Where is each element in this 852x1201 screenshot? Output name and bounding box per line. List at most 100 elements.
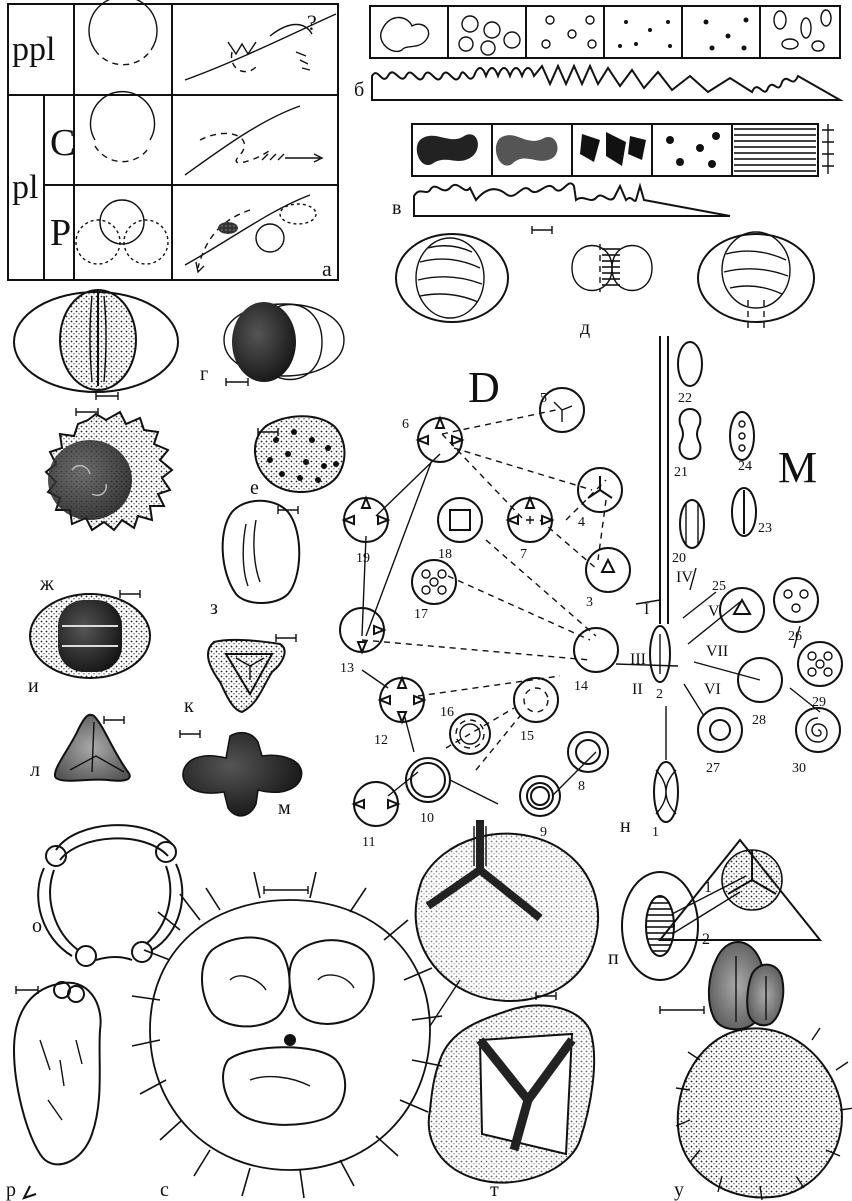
node-3: 3 [586,548,630,610]
panel-l-label: л [30,759,40,781]
panel-z: з [210,501,299,619]
node-label-12: 12 [374,733,388,748]
node-label-26: 26 [788,629,802,644]
node-26: 26 [774,578,818,644]
panel-i-label: и [28,675,39,697]
roman-v: V [708,603,720,620]
row-label-c: C [50,122,75,164]
node-label-22: 22 [678,391,692,406]
question-mark: ? [307,10,317,35]
node-label-11: 11 [362,835,375,850]
panel-a-label: а [322,256,332,281]
node-label-8: 8 [578,779,585,794]
node-14: 14 [574,628,618,694]
panel-s: с [132,872,442,1201]
node-label-21: 21 [674,465,688,480]
node-label-23: 23 [758,521,772,536]
panel-l: л [30,715,130,781]
row-label-p: P [50,212,71,254]
node-21: 21 [674,409,700,480]
node-22: 22 [678,342,702,406]
node-label-3: 3 [586,595,593,610]
panel-v: в [392,124,834,219]
node-18: 18 [438,498,482,562]
node-label-2: 2 [656,687,663,702]
node-1: 1 [652,762,678,840]
node-label-5: 5 [540,391,547,406]
node-label-9: 9 [540,825,547,840]
roman-iii: III [630,651,646,668]
roman-vii: VII [706,643,728,660]
panel-m: м [180,730,302,819]
node-12: 12 [374,678,424,748]
panel-g: г [14,290,344,400]
node-9: 9 [520,776,560,840]
panel-o-label: о [32,915,42,937]
panel-t-label: т [490,1179,499,1201]
panel-u-label: у [674,1179,684,1201]
node-5: 5 [540,388,584,432]
roman-i: I [644,601,649,618]
panel-d: д [396,226,814,339]
node-label-6: 6 [402,417,409,432]
node-label-30: 30 [792,761,806,776]
node-label-7: 7 [520,547,527,562]
panel-p-label: п [608,947,619,969]
node-label-19: 19 [356,551,370,566]
panel-zh-label: ж [39,573,54,595]
panel-i: и [28,590,150,697]
node-28: 28 [738,658,782,728]
panel-m-label: м [278,797,291,819]
panel-n-label: н [620,815,631,837]
node-label-17: 17 [414,607,428,622]
node-label-28: 28 [752,713,766,728]
node-4: 4 [578,468,622,530]
panel-k-label: к [184,695,194,717]
panel-s-label: с [160,1179,169,1201]
panel-e: е [250,416,345,499]
panel-r-label: р [6,1179,16,1201]
node-6: 6 [402,417,462,462]
node-15: 15 [514,678,558,744]
title-m: M [778,443,817,492]
node-7: 7 [508,498,552,562]
roman-vi: VI [704,681,721,698]
node-label-27: 27 [706,761,720,776]
panel-a: ppl pl C P ? а [8,0,338,281]
node-24: 24 [730,412,754,474]
pointer-1: 1 [704,879,712,896]
panel-k: к [184,634,296,717]
node-27: 27 [698,708,742,776]
roman-iv: IV [676,569,693,586]
panel-zh: ж [39,408,172,595]
node-2: 2 [650,626,670,702]
panel-z-label: з [210,597,218,619]
node-label-16: 16 [440,705,454,720]
panel-n: D M 6 5 4 7 [340,336,842,850]
node-label-15: 15 [520,729,534,744]
node-label-25: 25 [712,579,726,594]
node-label-24: 24 [738,459,752,474]
panel-p: 1 2 п [608,840,820,980]
node-label-20: 20 [672,551,686,566]
panel-u: у [660,942,852,1201]
node-label-4: 4 [578,515,585,530]
title-d: D [468,363,500,412]
panel-v-label: в [392,197,401,219]
panel-e-label: е [250,477,259,499]
panel-b-label: б [354,79,364,101]
node-10: 10 [406,758,450,826]
panel-b: б [354,6,840,101]
node-17: 17 [412,560,456,622]
panel-d-label: д [580,317,590,339]
panel-g-label: г [200,363,208,385]
panel-t: т [416,820,598,1201]
panel-r: р [6,982,101,1201]
node-23: 23 [732,488,772,536]
row-label-pl: pl [12,169,38,206]
node-label-1: 1 [652,825,659,840]
node-30: 30 [792,708,840,776]
node-label-18: 18 [438,547,452,562]
